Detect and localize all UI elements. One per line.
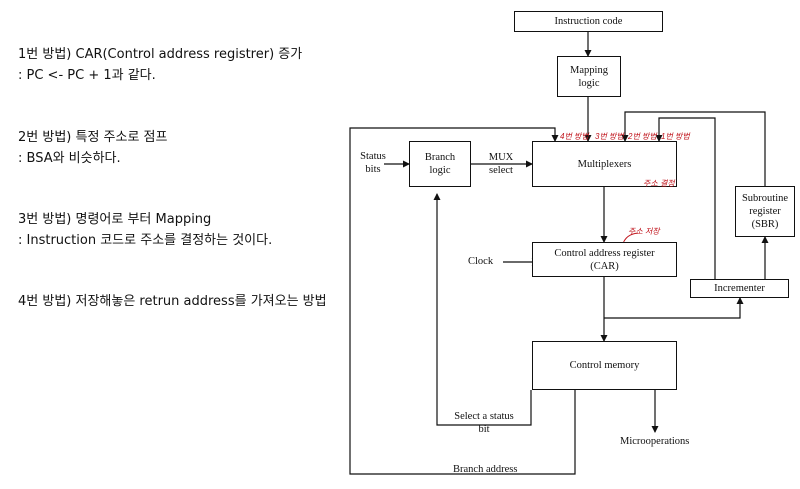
branch-logic-line2: logic xyxy=(429,165,451,176)
car-box: Control address register (CAR) xyxy=(532,242,677,277)
note-title: 1번 방법) CAR(Control address registrer) 증가 xyxy=(18,47,303,62)
note-desc: : PC <- PC + 1과 같다. xyxy=(18,68,156,83)
mapping-logic-line1: Mapping xyxy=(570,64,608,76)
annotation-method-3: 3번 방법 xyxy=(595,132,624,141)
note-title: 3번 방법) 명령어로 부터 Mapping xyxy=(18,212,212,227)
status-bits-label: Status bits xyxy=(352,150,394,176)
annotation-method-1: 1번 방법 xyxy=(661,132,690,141)
note-desc: : BSA와 비슷하다. xyxy=(18,151,121,166)
annotation-method-4: 4번 방법 xyxy=(560,132,589,141)
sbr-line3: (SBR) xyxy=(751,219,779,230)
note-title: 2번 방법) 특정 주소로 점프 xyxy=(18,130,168,145)
select-status-line2: bit xyxy=(478,424,490,435)
multiplexers-box: Multiplexers xyxy=(532,141,677,187)
status-bits-line2: bits xyxy=(365,164,381,175)
select-status-line1: Select a status xyxy=(454,411,514,422)
sbr-box: Subroutine register (SBR) xyxy=(735,186,795,237)
mapping-logic-box: Mapping logic xyxy=(557,56,621,97)
note-method-3: 3번 방법) 명령어로 부터 Mapping : Instruction 코드로… xyxy=(18,209,272,251)
branch-logic-line1: Branch xyxy=(424,152,456,163)
car-line1: Control address register xyxy=(554,247,655,259)
annotation-address-store: 주소 저장 xyxy=(628,227,660,236)
control-memory-box: Control memory xyxy=(532,341,677,390)
mux-select-line1: MUX xyxy=(488,152,514,163)
note-method-1: 1번 방법) CAR(Control address registrer) 증가… xyxy=(18,44,302,86)
annotation-method-2: 2번 방법 xyxy=(628,132,657,141)
mux-select-line2: select xyxy=(489,165,513,176)
status-bits-line1: Status xyxy=(360,151,386,162)
note-title: 4번 방법) 저장해놓은 retrun address를 가져오는 방법 xyxy=(18,294,327,309)
annotation-address-decide: 주소 결정 xyxy=(643,179,675,188)
control-memory-label: Control memory xyxy=(569,360,640,371)
note-method-2: 2번 방법) 특정 주소로 점프 : BSA와 비슷하다. xyxy=(18,127,167,169)
branch-logic-box: Branch logic xyxy=(409,141,471,187)
incrementer-label: Incrementer xyxy=(714,283,765,294)
sbr-line1: Subroutine xyxy=(741,193,789,204)
mapping-logic-line2: logic xyxy=(578,77,600,89)
note-method-4: 4번 방법) 저장해놓은 retrun address를 가져오는 방법 xyxy=(18,291,327,312)
note-desc: : Instruction 코드로 주소를 결정하는 것이다. xyxy=(18,233,273,248)
instruction-code-box: Instruction code xyxy=(514,11,663,32)
sbr-line2: register xyxy=(749,206,781,217)
instruction-code-label: Instruction code xyxy=(554,16,623,27)
arrow-branch-address-to-mux xyxy=(349,127,576,475)
select-status-label: Select a status bit xyxy=(449,410,519,436)
branch-address-label: Branch address xyxy=(453,464,518,475)
car-line2: (CAR) xyxy=(590,260,619,272)
arrow-sbr-to-mux xyxy=(621,111,766,186)
clock-label: Clock xyxy=(468,256,494,267)
arrow-incrementer-to-mux xyxy=(655,117,716,279)
microoperations-label: Microoperations xyxy=(620,436,690,447)
multiplexers-label: Multiplexers xyxy=(577,158,632,170)
arrow-select-to-branch xyxy=(433,193,532,426)
mux-select-label: MUX select xyxy=(481,151,521,177)
incrementer-box: Incrementer xyxy=(690,279,789,298)
arrow-car-to-incrementer xyxy=(604,297,744,319)
